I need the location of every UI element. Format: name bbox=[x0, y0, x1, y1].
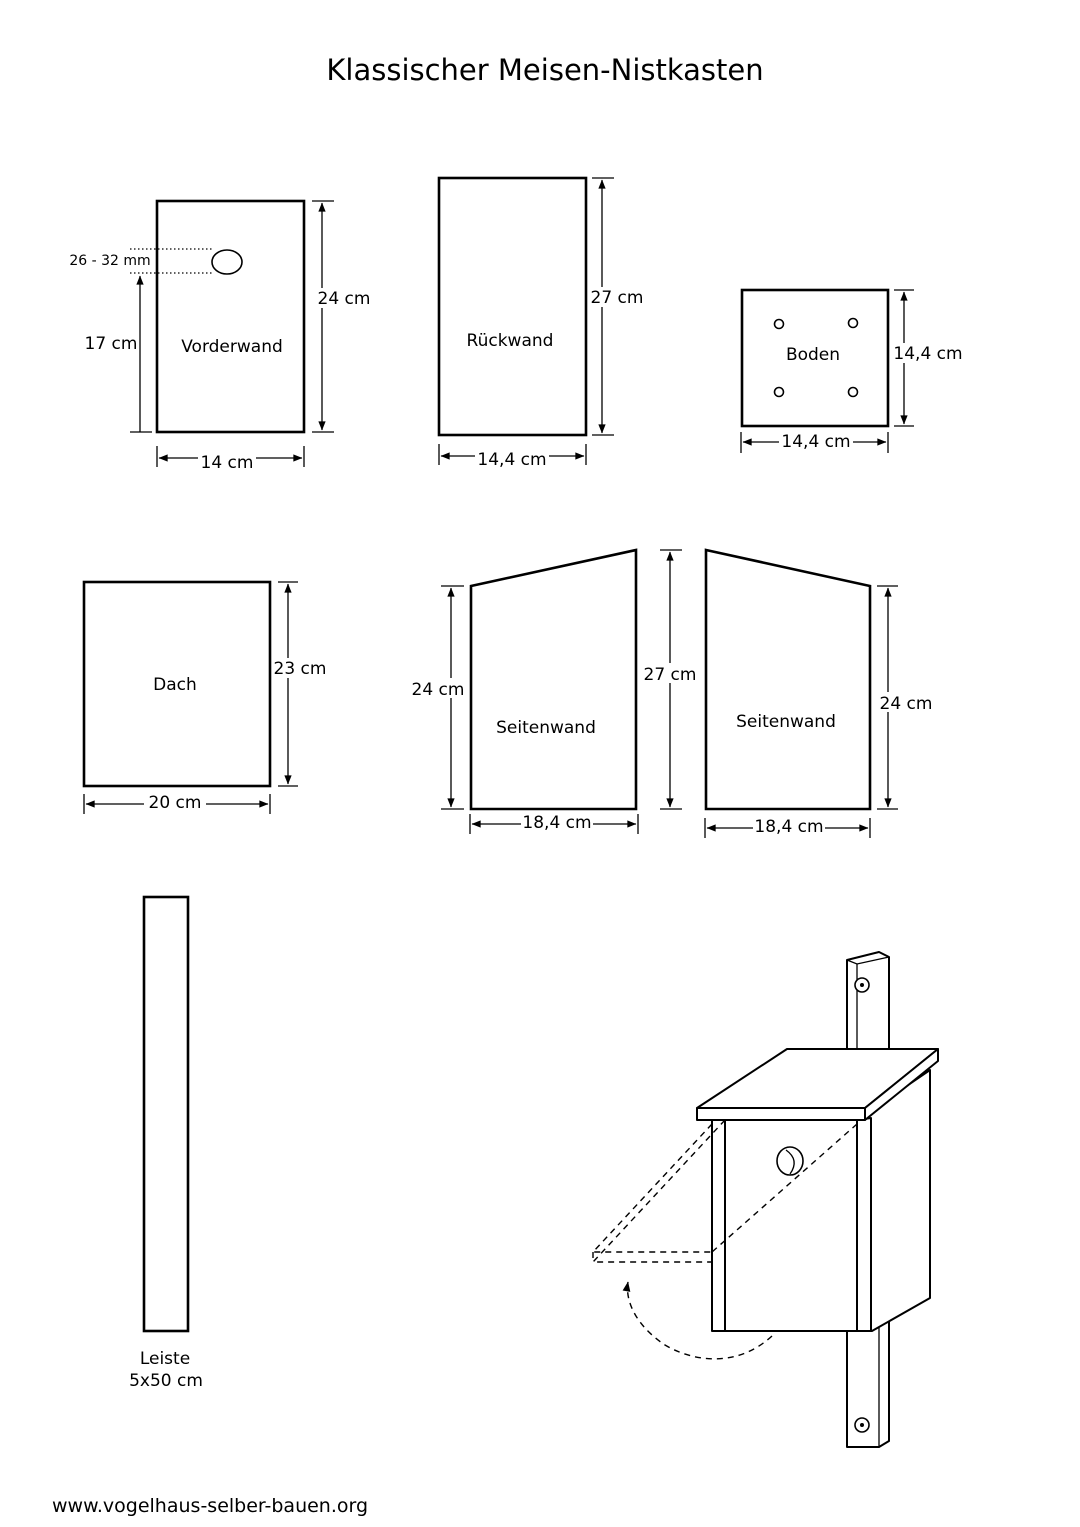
box-back-edge bbox=[856, 1117, 872, 1332]
roof-front bbox=[696, 1107, 866, 1121]
part-vorderwand: Vorderwand 26 - 32 mm 17 cm 24 cm 14 cm bbox=[69, 199, 372, 473]
dach-panel bbox=[82, 580, 272, 788]
entrance-hole bbox=[776, 1146, 804, 1176]
seitenwand-left-label: Seitenwand bbox=[496, 718, 596, 738]
dach-height-label: 23 cm bbox=[274, 659, 327, 679]
vorderwand-height-label: 24 cm bbox=[318, 289, 371, 309]
footer-url: www.vogelhaus-selber-bauen.org bbox=[52, 1495, 368, 1517]
roof-side bbox=[864, 1048, 939, 1121]
boden-width-label: 14,4 cm bbox=[781, 432, 850, 452]
drain-hole-icon bbox=[847, 317, 859, 329]
vorderwand-width-label: 14 cm bbox=[201, 453, 254, 473]
leiste-size-label: 5x50 cm bbox=[129, 1371, 203, 1391]
post-upper bbox=[846, 951, 890, 1063]
seitenwand-left-panel bbox=[469, 548, 638, 811]
dach-width-label: 20 cm bbox=[149, 793, 202, 813]
rueckwand-panel bbox=[437, 176, 588, 437]
rueckwand-height-label: 27 cm bbox=[591, 288, 644, 308]
part-boden: Boden 14,4 cm 14,4 cm bbox=[740, 288, 965, 453]
part-seitenwand-left: Seitenwand 24 cm 27 cm 18,4 cm bbox=[410, 548, 698, 834]
part-dach: Dach 23 cm 20 cm bbox=[82, 580, 328, 814]
seitenwand-right-label: Seitenwand bbox=[736, 712, 836, 732]
leiste-label: Leiste bbox=[140, 1349, 190, 1369]
leiste-panel bbox=[142, 895, 190, 1333]
hole-diameter-label: 26 - 32 mm bbox=[69, 253, 150, 269]
boden-panel bbox=[740, 288, 890, 428]
hole-height-label: 17 cm bbox=[85, 334, 138, 354]
drain-hole-icon bbox=[773, 318, 785, 330]
seitenwand-right-width-label: 18,4 cm bbox=[754, 817, 823, 837]
part-rueckwand: Rückwand 27 cm 14,4 cm bbox=[437, 176, 648, 470]
dach-label: Dach bbox=[153, 675, 197, 695]
rueckwand-label: Rückwand bbox=[467, 331, 554, 351]
drain-hole-icon bbox=[847, 386, 859, 398]
vorderwand-panel bbox=[155, 199, 306, 434]
boden-label: Boden bbox=[786, 345, 840, 365]
assembled-nistkasten-illustration bbox=[591, 951, 939, 1448]
seitenwand-left-width-label: 18,4 cm bbox=[522, 813, 591, 833]
box-front-edge bbox=[711, 1119, 726, 1332]
vorderwand-label: Vorderwand bbox=[181, 337, 283, 357]
rueckwand-width-label: 14,4 cm bbox=[477, 450, 546, 470]
seitenwand-left-low-label: 24 cm bbox=[412, 680, 465, 700]
opened-front-dashed bbox=[591, 1123, 713, 1253]
seitenwand-right-height-label: 24 cm bbox=[880, 694, 933, 714]
page-title: Klassischer Meisen-Nistkasten bbox=[326, 53, 763, 87]
seitenwand-right-panel bbox=[704, 548, 872, 811]
part-leiste: Leiste 5x50 cm bbox=[129, 895, 203, 1391]
open-direction-arrow bbox=[622, 1281, 773, 1360]
part-seitenwand-right: Seitenwand 24 cm 18,4 cm bbox=[704, 548, 934, 838]
boden-height-label: 14,4 cm bbox=[893, 344, 962, 364]
drain-hole-icon bbox=[773, 386, 785, 398]
entrance-hole bbox=[211, 249, 243, 275]
seitenwand-high-label: 27 cm bbox=[644, 665, 697, 685]
